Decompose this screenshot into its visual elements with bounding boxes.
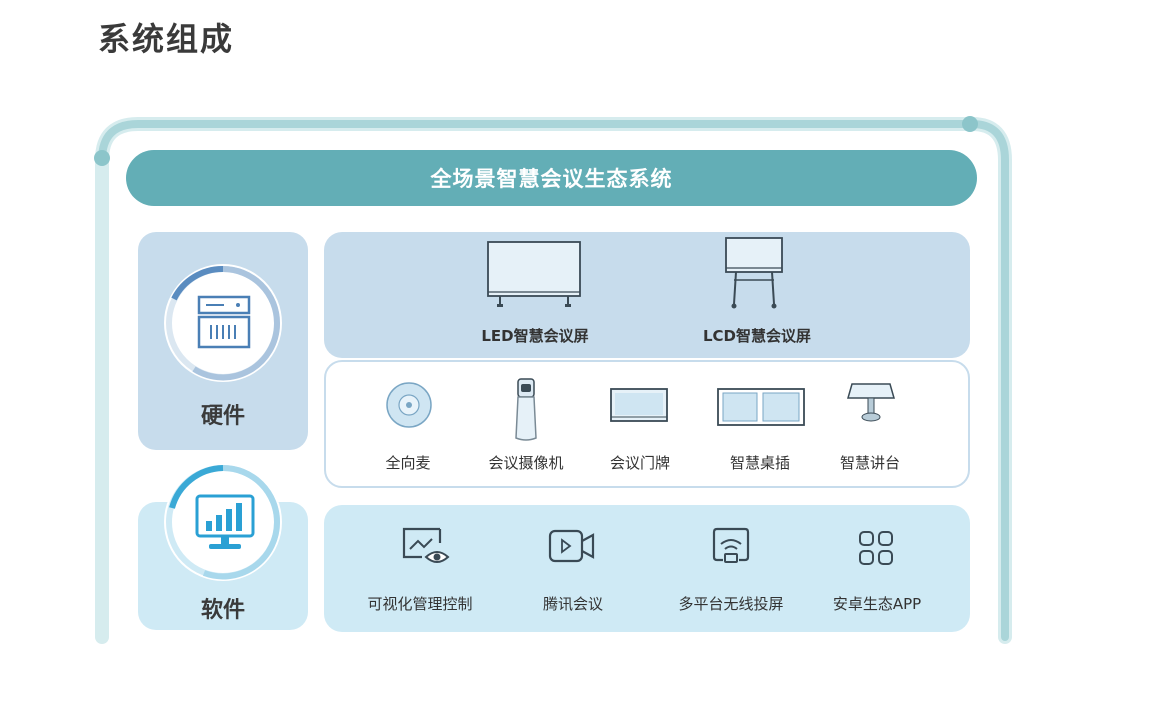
server-icon: [197, 295, 251, 349]
accessory-label-camera: 会议摄像机: [488, 454, 564, 472]
display-panel: [324, 232, 970, 358]
monitor-chart-icon: [195, 494, 255, 549]
video-call-icon: [548, 529, 595, 563]
software-panel: [324, 505, 970, 632]
accessory-label-lectern: 智慧讲台: [839, 454, 901, 472]
lcd-screen-icon: [725, 237, 783, 309]
hardware-label: 硬件: [200, 404, 245, 429]
accessory-label-desk-socket: 智慧桌插: [729, 454, 791, 472]
desk-socket-icon: [717, 388, 805, 426]
wireless-cast-icon: [712, 527, 750, 563]
software-label-android: 安卓生态APP: [832, 595, 922, 613]
software-label: 软件: [200, 598, 245, 623]
accessory-label-mic: 全向麦: [385, 454, 431, 472]
lectern-icon: [847, 383, 895, 422]
microphone-icon: [386, 382, 432, 428]
software-label-visual: 可视化管理控制: [367, 595, 473, 613]
page-title: 系统组成: [98, 20, 235, 58]
app-grid-icon: [859, 531, 893, 565]
visual-monitor-icon: [402, 527, 450, 563]
accessory-label-door-sign: 会议门牌: [609, 454, 671, 472]
accessory-panel: [324, 360, 970, 488]
display-label-lcd: LCD智慧会议屏: [702, 327, 812, 345]
software-label-cast: 多平台无线投屏: [678, 595, 784, 613]
door-sign-icon: [610, 388, 668, 422]
display-label-led: LED智慧会议屏: [481, 327, 589, 345]
led-screen-icon: [487, 241, 581, 307]
software-label-tencent: 腾讯会议: [542, 595, 604, 613]
ecosystem-banner: 全场景智慧会议生态系统: [126, 150, 977, 206]
camera-icon: [515, 378, 537, 441]
